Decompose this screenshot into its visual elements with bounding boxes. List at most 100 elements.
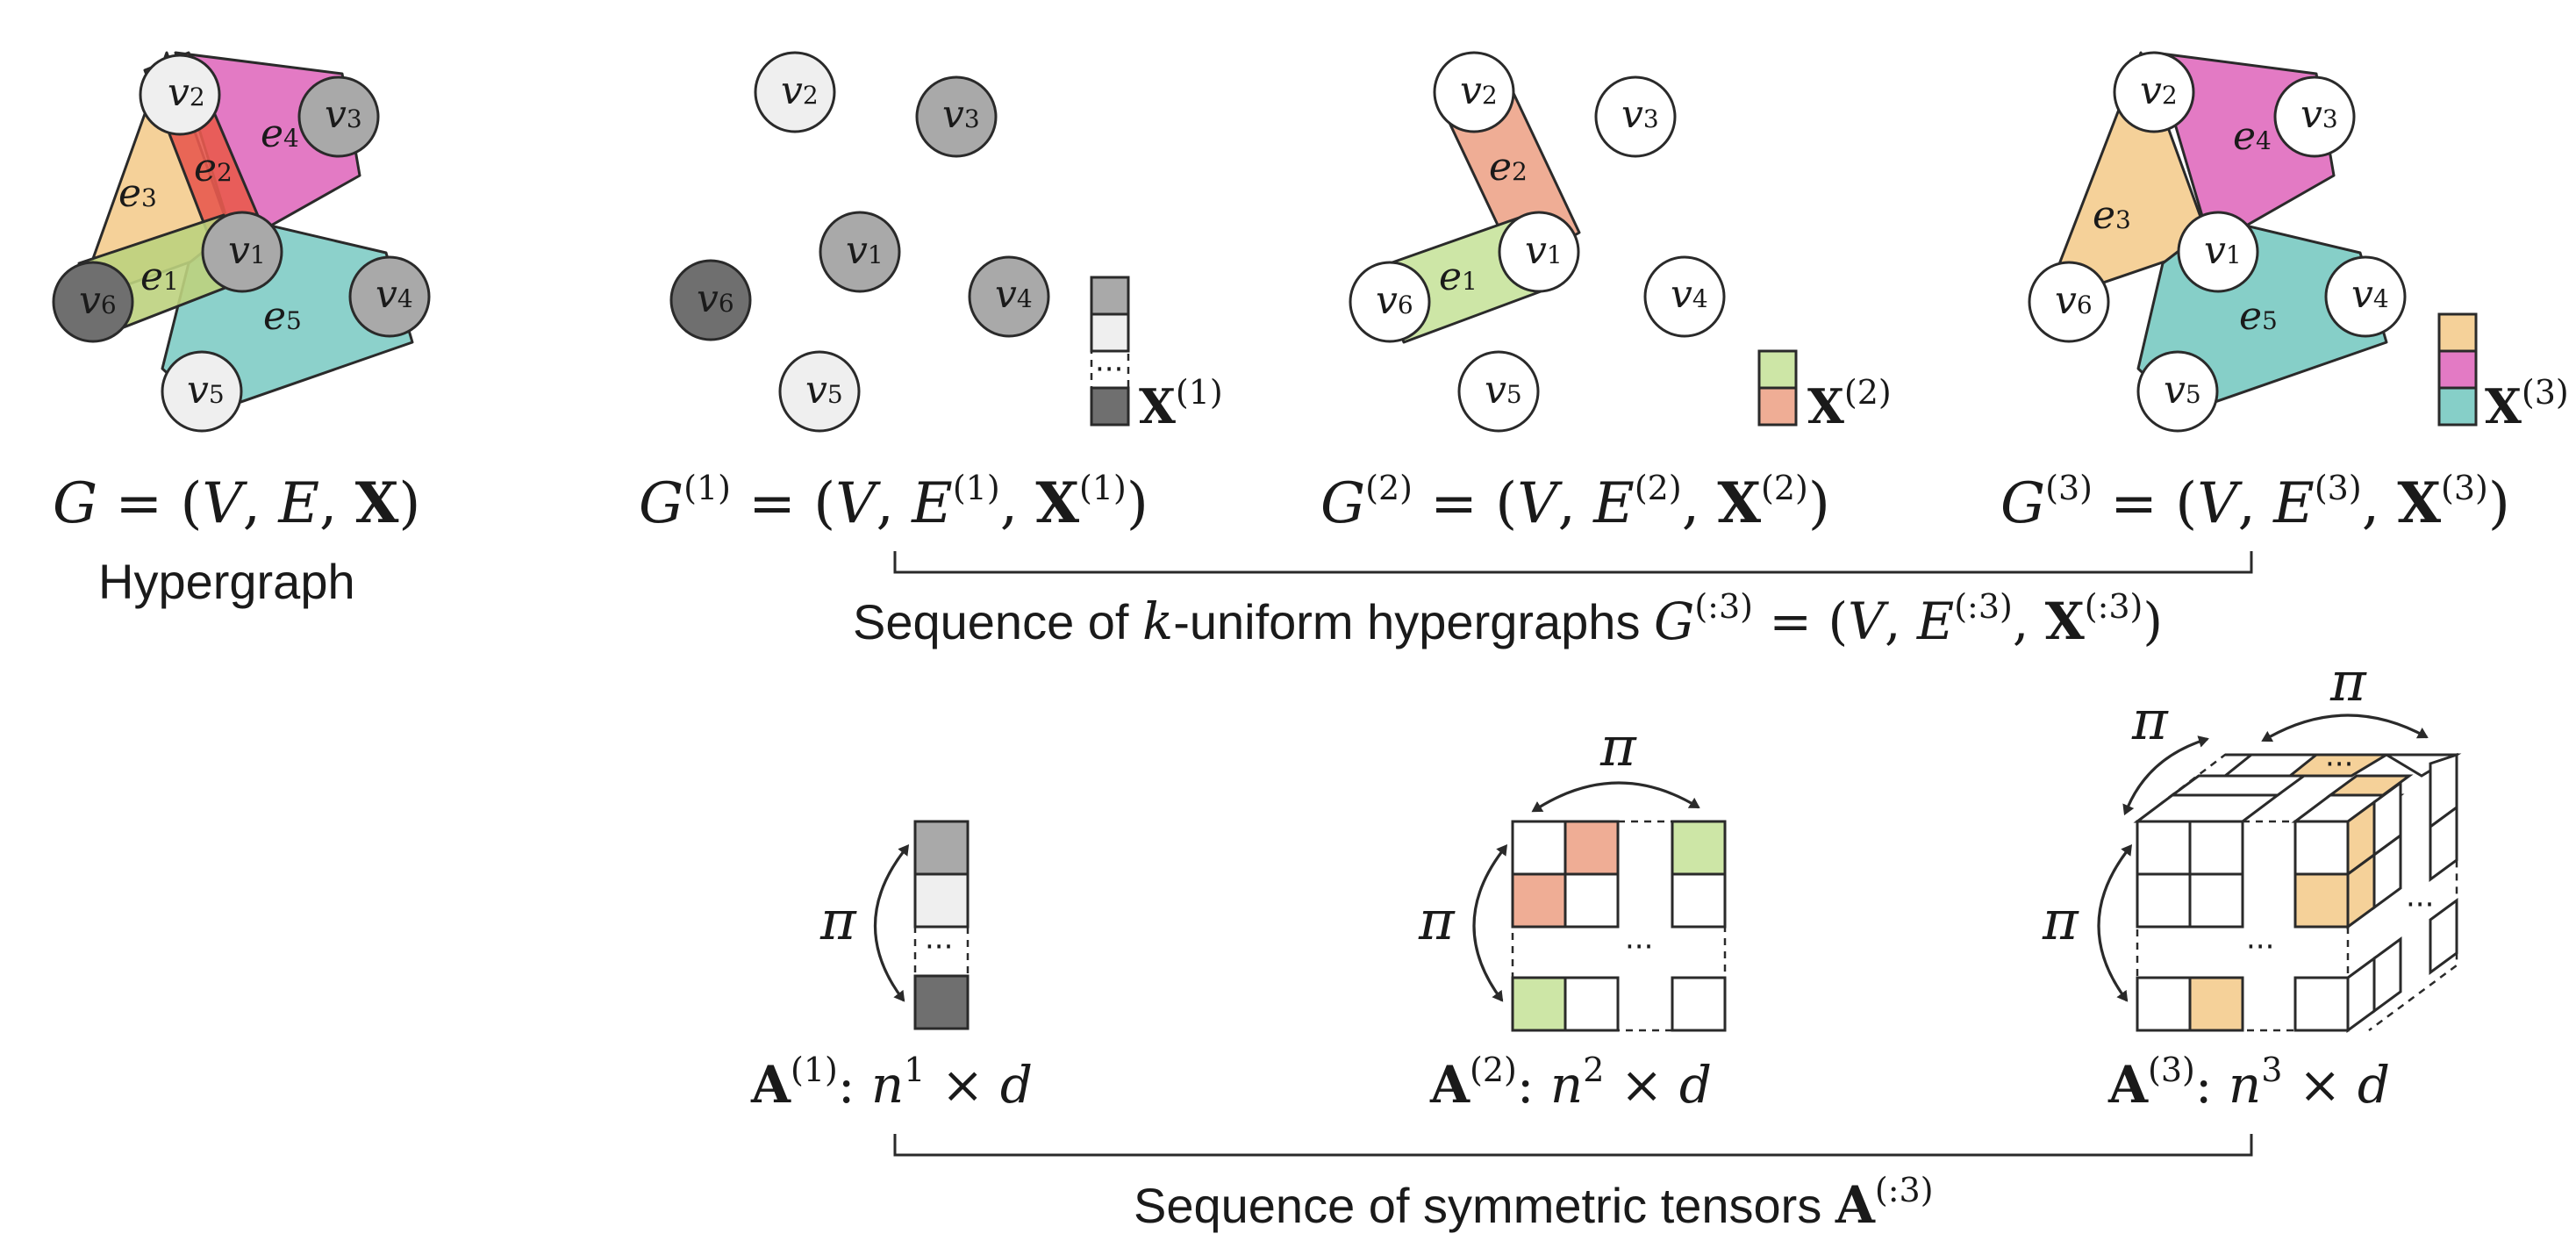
vertex-v3 <box>1594 75 1677 158</box>
a1-label: A(1): n1 × d <box>750 1051 1033 1115</box>
svg-text:v4: v4 <box>995 272 1033 317</box>
svg-text:v5: v5 <box>1485 368 1522 412</box>
vertex-v1 <box>2177 211 2259 293</box>
svg-text:v5: v5 <box>2164 368 2201 412</box>
svg-text:···: ··· <box>2406 887 2434 922</box>
hypergraph-panel: v2 v3 v1 v6 v4 v5 e2 e3 e4 e1 e5 G = (V,… <box>52 51 431 609</box>
g1-equation: G(1) = (V, E(1), X(1)) <box>639 469 1148 536</box>
svg-text:v3: v3 <box>1621 92 1659 137</box>
pi-symbol: π <box>819 888 857 952</box>
svg-text:v4: v4 <box>1671 272 1708 317</box>
vertex-v6 <box>52 261 134 343</box>
svg-text:···: ··· <box>2325 747 2353 782</box>
svg-text:···: ··· <box>1625 929 1653 965</box>
a2-label: A(2): n2 × d <box>1429 1051 1712 1115</box>
permutation-arrow-vertical <box>2097 844 2133 1002</box>
svg-text:e2: e2 <box>194 146 233 190</box>
vertex-v6 <box>1349 261 1431 343</box>
svg-text:e4: e4 <box>2233 114 2272 159</box>
svg-text:e2: e2 <box>1489 145 1528 190</box>
svg-text:e4: e4 <box>261 111 299 156</box>
permutation-arrow-diagonal <box>2122 735 2209 816</box>
x2-label: X(2) <box>1807 373 1892 434</box>
top-bracket <box>893 551 2253 574</box>
svg-text:···: ··· <box>1095 352 1123 387</box>
vertex-v4 <box>968 255 1050 338</box>
vertex-v5 <box>778 350 861 433</box>
svg-text:v6: v6 <box>79 278 117 323</box>
vertex-v6 <box>669 259 752 341</box>
g3-equation: G(3) = (V, E(3), X(3)) <box>2000 469 2510 536</box>
svg-text:e3: e3 <box>118 171 157 216</box>
permutation-arrow-horizontal <box>1531 781 1700 813</box>
tensor-a3: ··· ··· ··· π π π A(3): n3 × d <box>2042 649 2462 1115</box>
svg-text:e5: e5 <box>263 294 302 339</box>
top-sequence-caption: Sequence of k-uniform hypergraphs G(:3) … <box>853 587 2163 651</box>
permutation-arrow-vertical <box>1472 844 1508 1002</box>
svg-text:v3: v3 <box>325 92 362 137</box>
vertex-v3 <box>297 75 380 158</box>
svg-text:v5: v5 <box>187 368 225 412</box>
pi-symbol-horizontal: π <box>2329 649 2367 714</box>
feature-matrix-x3 <box>2437 312 2478 427</box>
pi-symbol-vertical: π <box>2042 888 2079 952</box>
hypergraph-caption: Hypergraph <box>98 554 355 609</box>
feature-matrix-x2 <box>1757 349 1798 427</box>
svg-text:e1: e1 <box>140 255 179 299</box>
svg-text:v3: v3 <box>2301 92 2338 137</box>
vertex-v1 <box>1498 211 1580 293</box>
svg-text:v5: v5 <box>805 368 843 412</box>
svg-text:v1: v1 <box>846 228 884 273</box>
hyperedge-e3 <box>2043 51 2213 305</box>
svg-text:v2: v2 <box>2140 68 2178 113</box>
vertex-v4 <box>2324 255 2407 338</box>
vertex-v3 <box>915 75 998 158</box>
bottom-bracket <box>893 1134 2253 1157</box>
svg-text:···: ··· <box>2246 929 2274 965</box>
pi-symbol-diagonal: π <box>2131 688 2169 752</box>
svg-text:v4: v4 <box>2351 272 2389 317</box>
tensor-a1: ··· π A(1): n1 × d <box>750 820 1033 1115</box>
vertex-v5 <box>1457 350 1540 433</box>
g2-panel: v2 v3 v1 v6 v4 v5 e2 e1 X(2) G(2) = (V, … <box>1320 51 1892 536</box>
svg-text:v3: v3 <box>942 92 980 137</box>
permutation-arrow-horizontal <box>2261 714 2429 742</box>
svg-text:v1: v1 <box>228 228 266 273</box>
g1-panel: v2 v3 v1 v6 v4 v5 ··· X(1) G(1) = (V, E(… <box>639 51 1223 536</box>
svg-text:v6: v6 <box>697 276 734 321</box>
pi-symbol-vertical: π <box>1418 888 1456 952</box>
svg-text:v2: v2 <box>1460 68 1498 113</box>
svg-text:v6: v6 <box>1376 278 1413 323</box>
svg-text:v2: v2 <box>781 68 819 113</box>
vertex-v4 <box>1643 255 1726 338</box>
permutation-arrow <box>874 844 910 1002</box>
vertex-v2 <box>2113 51 2195 133</box>
svg-text:v2: v2 <box>168 70 205 115</box>
tensor-a2: ··· π π A(2): n2 × d <box>1418 714 1727 1115</box>
svg-text:e1: e1 <box>1439 255 1478 299</box>
vertex-v5 <box>161 350 243 433</box>
vertex-v2 <box>139 54 221 136</box>
svg-text:v6: v6 <box>2055 278 2093 323</box>
hypergraph-equation: G = (V, E, X) <box>53 470 420 536</box>
pi-symbol-horizontal: π <box>1599 714 1637 778</box>
vertex-v2 <box>1433 51 1515 133</box>
vertex-v2 <box>754 51 836 133</box>
svg-text:v4: v4 <box>376 272 413 317</box>
vertex-v6 <box>2028 261 2110 343</box>
g2-equation: G(2) = (V, E(2), X(2)) <box>1320 469 1830 536</box>
a3-label: A(3): n3 × d <box>2107 1051 2390 1115</box>
svg-text:···: ··· <box>925 929 953 965</box>
vertex-v1 <box>819 211 901 293</box>
vertex-v5 <box>2136 350 2219 433</box>
x3-label: X(3) <box>2485 373 2569 434</box>
feature-matrix-x1: ··· <box>1090 276 1130 427</box>
svg-text:e5: e5 <box>2239 294 2278 339</box>
svg-text:v1: v1 <box>1525 228 1563 273</box>
vertex-v4 <box>348 255 431 338</box>
vertex-v3 <box>2273 75 2356 158</box>
vertex-v1 <box>201 211 283 293</box>
svg-text:e3: e3 <box>2093 193 2131 238</box>
bottom-sequence-caption: Sequence of symmetric tensors A(:3) <box>1134 1171 1934 1235</box>
